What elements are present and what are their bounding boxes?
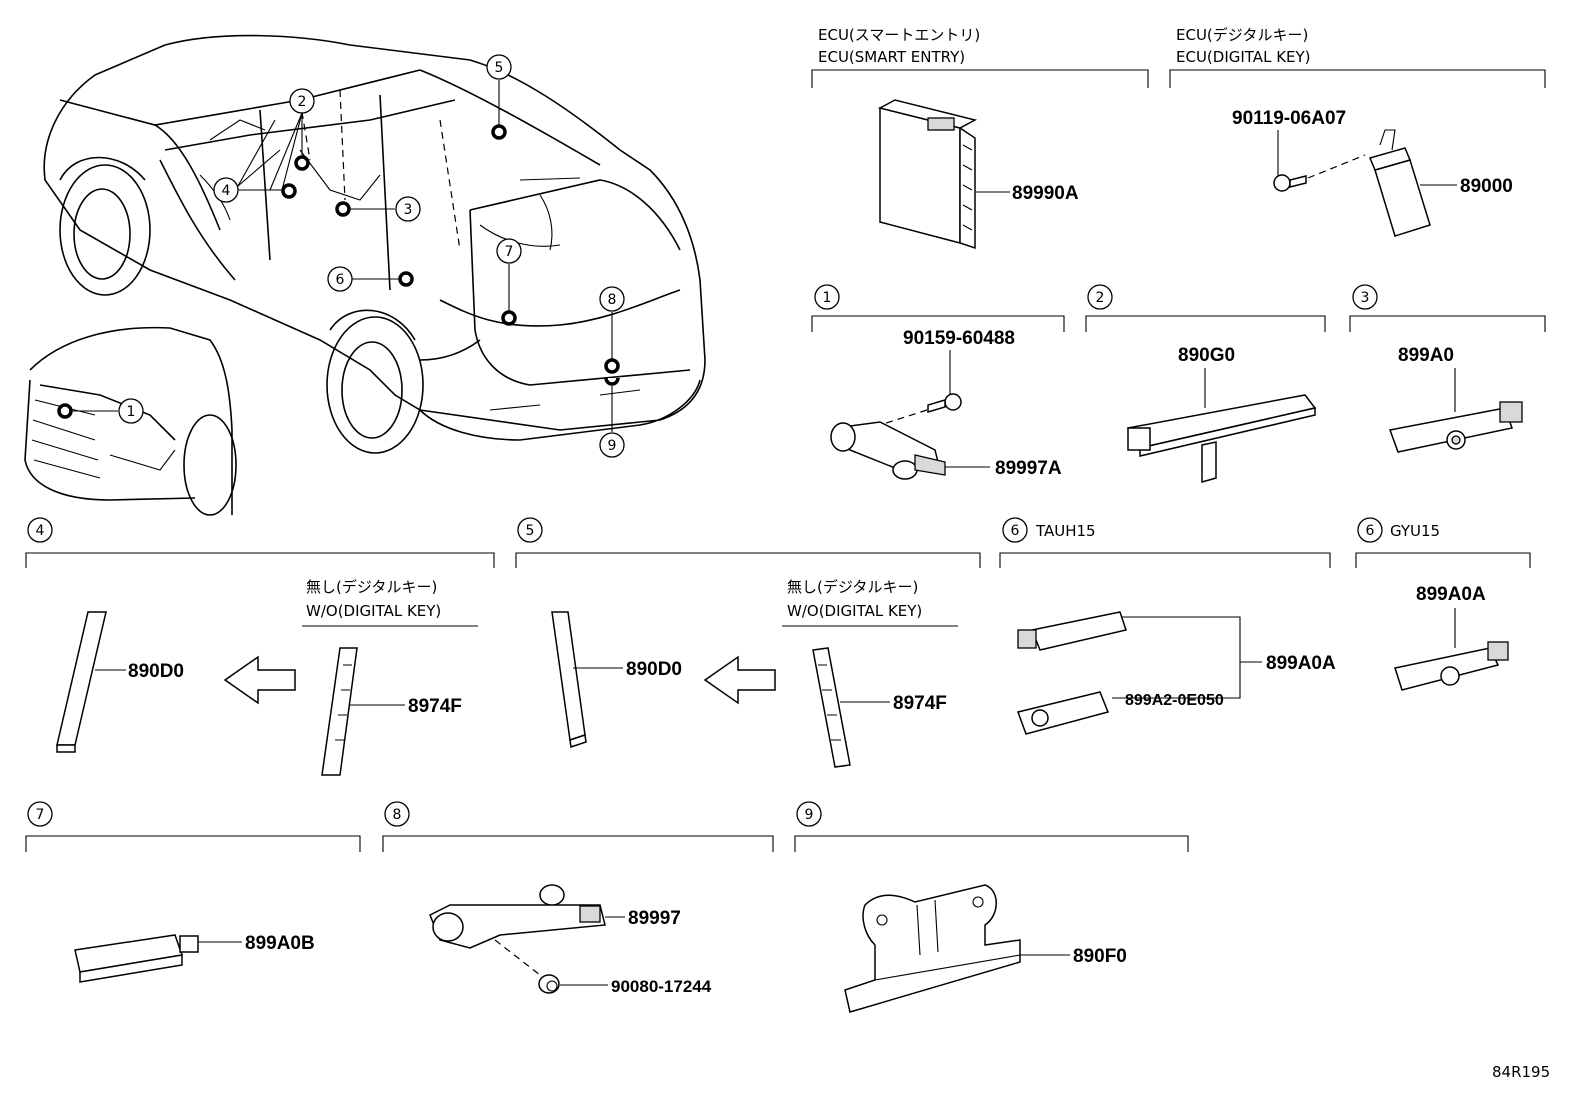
svg-text:6: 6 (1366, 523, 1375, 539)
arrow-left-4 (223, 655, 296, 705)
group-6-gyu15: 6 GYU15 899A0A (1355, 517, 1531, 691)
callout-8: 8 (608, 292, 617, 308)
svg-text:5: 5 (526, 523, 535, 539)
ecu-smart-entry-part (877, 99, 978, 250)
ecu-smart-entry-label-en: ECU(SMART ENTRY) (818, 48, 965, 66)
callout-4: 4 (222, 183, 231, 199)
part-8974F-5: 8974F (893, 693, 947, 714)
callout-7: 7 (505, 244, 514, 260)
group5-note-en: W/O(DIGITAL KEY) (787, 602, 922, 620)
group-7: 7 899A0B (25, 801, 361, 983)
part-899A0A-gyu15: 899A0A (1416, 584, 1486, 605)
group5-note-jp: 無し(デジタルキー) (787, 578, 918, 596)
callout-1: 1 (127, 404, 136, 420)
antenna-890D0-part-4 (56, 611, 107, 753)
part-90159-60488: 90159-60488 (903, 328, 1015, 349)
part-89997A: 89997A (995, 458, 1062, 479)
antenna-899A2-lower (1017, 691, 1110, 735)
svg-text:6: 6 (1011, 523, 1020, 539)
antenna-8974F-part-4 (321, 647, 358, 776)
svg-text:7: 7 (36, 807, 45, 823)
callout-5: 5 (495, 60, 504, 76)
bolt-90159 (927, 393, 962, 414)
svg-text:8: 8 (393, 807, 402, 823)
group-5: 5 無し(デジタルキー) W/O(DIGITAL KEY) 890D0 8974… (515, 517, 981, 768)
callout-2: 2 (298, 94, 307, 110)
group-6-tauh15: 6 TAUH15 899A0A 899A2-0E050 (999, 517, 1336, 735)
vehicle-callouts: 1 2 3 4 5 6 7 8 9 (118, 54, 625, 458)
part-90119-06A07: 90119-06A07 (1232, 108, 1346, 129)
group-9: 9 890F0 (794, 801, 1189, 1013)
svg-text:4: 4 (36, 523, 45, 539)
part-899A0A-tauh15: 899A0A (1266, 653, 1336, 674)
svg-text:3: 3 (1361, 290, 1370, 306)
group-2: 2 890G0 (1085, 284, 1326, 483)
part-899A2-0E050: 899A2-0E050 (1125, 692, 1224, 709)
ecu-digital-key-label-jp: ECU(デジタルキー) (1176, 26, 1308, 44)
part-890F0: 890F0 (1073, 946, 1127, 967)
callout-3: 3 (404, 202, 413, 218)
sensor-89997A-part (830, 421, 946, 480)
callout-6: 6 (336, 272, 345, 288)
nut-90080 (538, 974, 560, 994)
ecu-smart-entry-group: ECU(スマートエントリ) ECU(SMART ENTRY) 89990A (811, 26, 1149, 250)
antenna-890G0-part (1126, 394, 1317, 483)
antenna-8974F-part-5 (812, 647, 851, 768)
svg-text:2: 2 (1096, 290, 1105, 306)
part-899A0: 899A0 (1398, 345, 1454, 366)
group-3: 3 899A0 (1349, 284, 1546, 453)
bracket-890F0-part (844, 884, 1021, 1013)
group4-note-jp: 無し(デジタルキー) (306, 578, 437, 596)
callout-9: 9 (608, 438, 617, 454)
part-89997: 89997 (628, 908, 681, 929)
svg-text:1: 1 (823, 290, 832, 306)
part-890D0-4: 890D0 (128, 661, 184, 682)
part-890D0-5: 890D0 (626, 659, 682, 680)
model-tauh15: TAUH15 (1035, 522, 1096, 540)
diagram-code: 84R195 (1492, 1063, 1550, 1081)
group-4: 4 無し(デジタルキー) W/O(DIGITAL KEY) 890D0 8974… (25, 517, 495, 776)
group-1: 1 90159-60488 89997A (811, 284, 1065, 480)
part-899A0B: 899A0B (245, 933, 315, 954)
sensor-89997-part (429, 884, 606, 949)
part-89990A: 89990A (1012, 183, 1079, 204)
antenna-899A0A-upper (1017, 611, 1127, 651)
location-markers (57, 80, 620, 432)
ecu-smart-entry-label-jp: ECU(スマートエントリ) (818, 26, 980, 44)
model-gyu15: GYU15 (1390, 522, 1440, 540)
antenna-899A0-part (1388, 401, 1523, 453)
svg-text:9: 9 (805, 807, 814, 823)
ecu-digital-key-group: ECU(デジタルキー) ECU(DIGITAL KEY) 90119-06A07… (1169, 26, 1546, 237)
part-90080-17244: 90080-17244 (611, 977, 712, 996)
group-8: 8 89997 90080-17244 (382, 801, 774, 996)
arrow-left-5 (703, 655, 776, 705)
bolt-90119 (1273, 174, 1307, 192)
antenna-899A0A-gyu15-part (1394, 641, 1509, 691)
ecu-digital-key-label-en: ECU(DIGITAL KEY) (1176, 48, 1311, 66)
digital-key-ecu-part (1368, 129, 1431, 237)
group4-note-en: W/O(DIGITAL KEY) (306, 602, 441, 620)
part-890G0: 890G0 (1178, 345, 1235, 366)
antenna-890D0-part-5 (551, 611, 587, 748)
part-89000: 89000 (1460, 176, 1513, 197)
antenna-899A0B-part (74, 934, 199, 983)
part-8974F-4: 8974F (408, 696, 462, 717)
